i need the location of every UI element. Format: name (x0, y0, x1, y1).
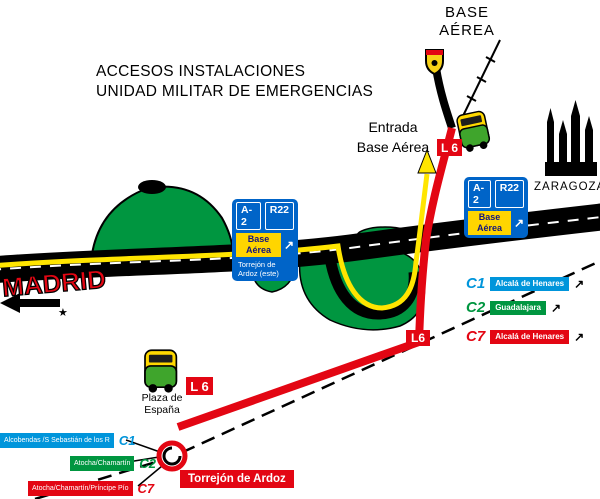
star-icon: ★ (58, 307, 68, 319)
sign-dest-row: Base Aérea ↗ (468, 211, 524, 235)
direction-arrow-icon: ↗ (551, 300, 562, 315)
l6-badge-entrance: L 6 (437, 139, 462, 156)
sign-dest-torrejon: Torrejón de Ardoz (este) (236, 260, 294, 278)
line-code-c1: C1 (466, 275, 486, 292)
map-title-line1: ACCESOS INSTALACIONES (96, 63, 306, 80)
legend-dest-c2: Guadalajara (490, 300, 546, 315)
base-aerea-line1: BASE (444, 4, 490, 21)
entrance-line1: Entrada (368, 119, 418, 135)
legend-row-c2: C2 Guadalajara ↗ (466, 299, 561, 316)
entrance-label: Entrada Base Aérea (350, 117, 436, 157)
sign-dest-base-aerea: Base Aérea (236, 233, 281, 257)
route-red-l6 (176, 338, 421, 431)
station-name-c1: Alcobendas /S Sebastián de los R (0, 433, 114, 448)
base-access-road (432, 67, 456, 130)
highway-centerline (0, 216, 600, 271)
zaragoza-label: ZARAGOZA (534, 181, 600, 193)
torrejon-hub-label: Torrejón de Ardoz (180, 470, 294, 488)
ume-emblem-icon (425, 49, 444, 76)
map-title-line2: UNIDAD MILITAR DE EMERGENCIAS (96, 83, 374, 100)
station-row-c1: Alcobendas /S Sebastián de los R C1 (0, 433, 135, 448)
plaza-espana-label: Plaza de España (134, 392, 190, 416)
legend-dest-c7: Alcalá de Henares (490, 329, 570, 344)
cathedral-silhouette (545, 100, 597, 176)
star-icon: ★ (12, 301, 22, 313)
l6-badge-stop: L 6 (186, 377, 213, 395)
hub-spiral (162, 446, 182, 466)
sign-dest-torrejon-line2: Ardoz (este) (238, 269, 279, 278)
direction-arrow-icon: ↗ (574, 329, 585, 344)
plaza-line2: España (144, 404, 180, 416)
rail-spur-tick (485, 56, 496, 63)
line-code-c2: C2 (139, 456, 157, 471)
legend-dest-c1: Alcalá de Henares (490, 276, 570, 291)
road-a2-shield: A-2 (236, 202, 261, 230)
base-aerea-label: BASE AÉREA (430, 4, 504, 40)
route-yellow-arrowhead (417, 148, 437, 174)
sign-dest-base-aerea: Base Aérea (468, 211, 511, 235)
sign-road-numbers: A-2 R22 (236, 202, 294, 230)
road-r22-shield: R22 (494, 180, 524, 208)
road-sign-right: A-2 R22 Base Aérea ↗ (464, 177, 528, 238)
sign-dest-torrejon-line1: Torrejón de (238, 260, 276, 269)
sign-dest-row: Base Aérea ↗ (236, 233, 294, 257)
station-name-c2: Atocha/Chamartín (70, 456, 135, 471)
hill-top-trees (138, 180, 166, 194)
bus-icon-top (456, 110, 491, 152)
ramp-loop (324, 256, 420, 320)
sign-road-numbers: A-2 R22 (468, 180, 524, 208)
line-code-c7: C7 (466, 328, 486, 345)
green-hill-left (90, 185, 235, 256)
line-code-c7: C7 (137, 481, 155, 496)
line-code-c2: C2 (466, 299, 486, 316)
station-connector (137, 465, 163, 487)
legend-row-c7: C7 Alcalá de Henares ↗ (466, 328, 584, 345)
legend-row-c1: C1 Alcalá de Henares ↗ (466, 275, 584, 292)
road-r22-shield: R22 (264, 202, 294, 230)
bus-icon-bottom (144, 349, 178, 393)
road-a2-shield: A-2 (468, 180, 491, 208)
map-title: ACCESOS INSTALACIONES UNIDAD MILITAR DE … (96, 62, 373, 102)
route-yellow (0, 173, 430, 311)
station-name-c7: Atocha/Chamartín/Príncipe Pío (28, 481, 133, 496)
up-arrow-icon: ↗ (283, 238, 294, 252)
station-connector (125, 439, 161, 453)
rail-spur-tick (466, 95, 477, 102)
line-code-c1: C1 (118, 433, 136, 448)
station-row-c2: Atocha/Chamartín C2 (70, 456, 156, 471)
base-aerea-line2: AÉREA (439, 22, 495, 39)
station-row-c7: Atocha/Chamartín/Príncipe Pío C7 (28, 481, 154, 496)
plaza-line1: Plaza de (141, 392, 183, 404)
entrance-line2: Base Aérea (356, 139, 430, 155)
route-red-access (415, 127, 456, 343)
road-sign-center: A-2 R22 Base Aérea ↗ Torrejón de Ardoz (… (232, 199, 298, 281)
l6-badge-mid: L6 (406, 330, 430, 346)
madrid-arrow (0, 293, 60, 313)
direction-arrow-icon: ↗ (574, 276, 585, 291)
up-arrow-icon: ↗ (513, 216, 524, 230)
rail-spur-tick (476, 76, 487, 83)
